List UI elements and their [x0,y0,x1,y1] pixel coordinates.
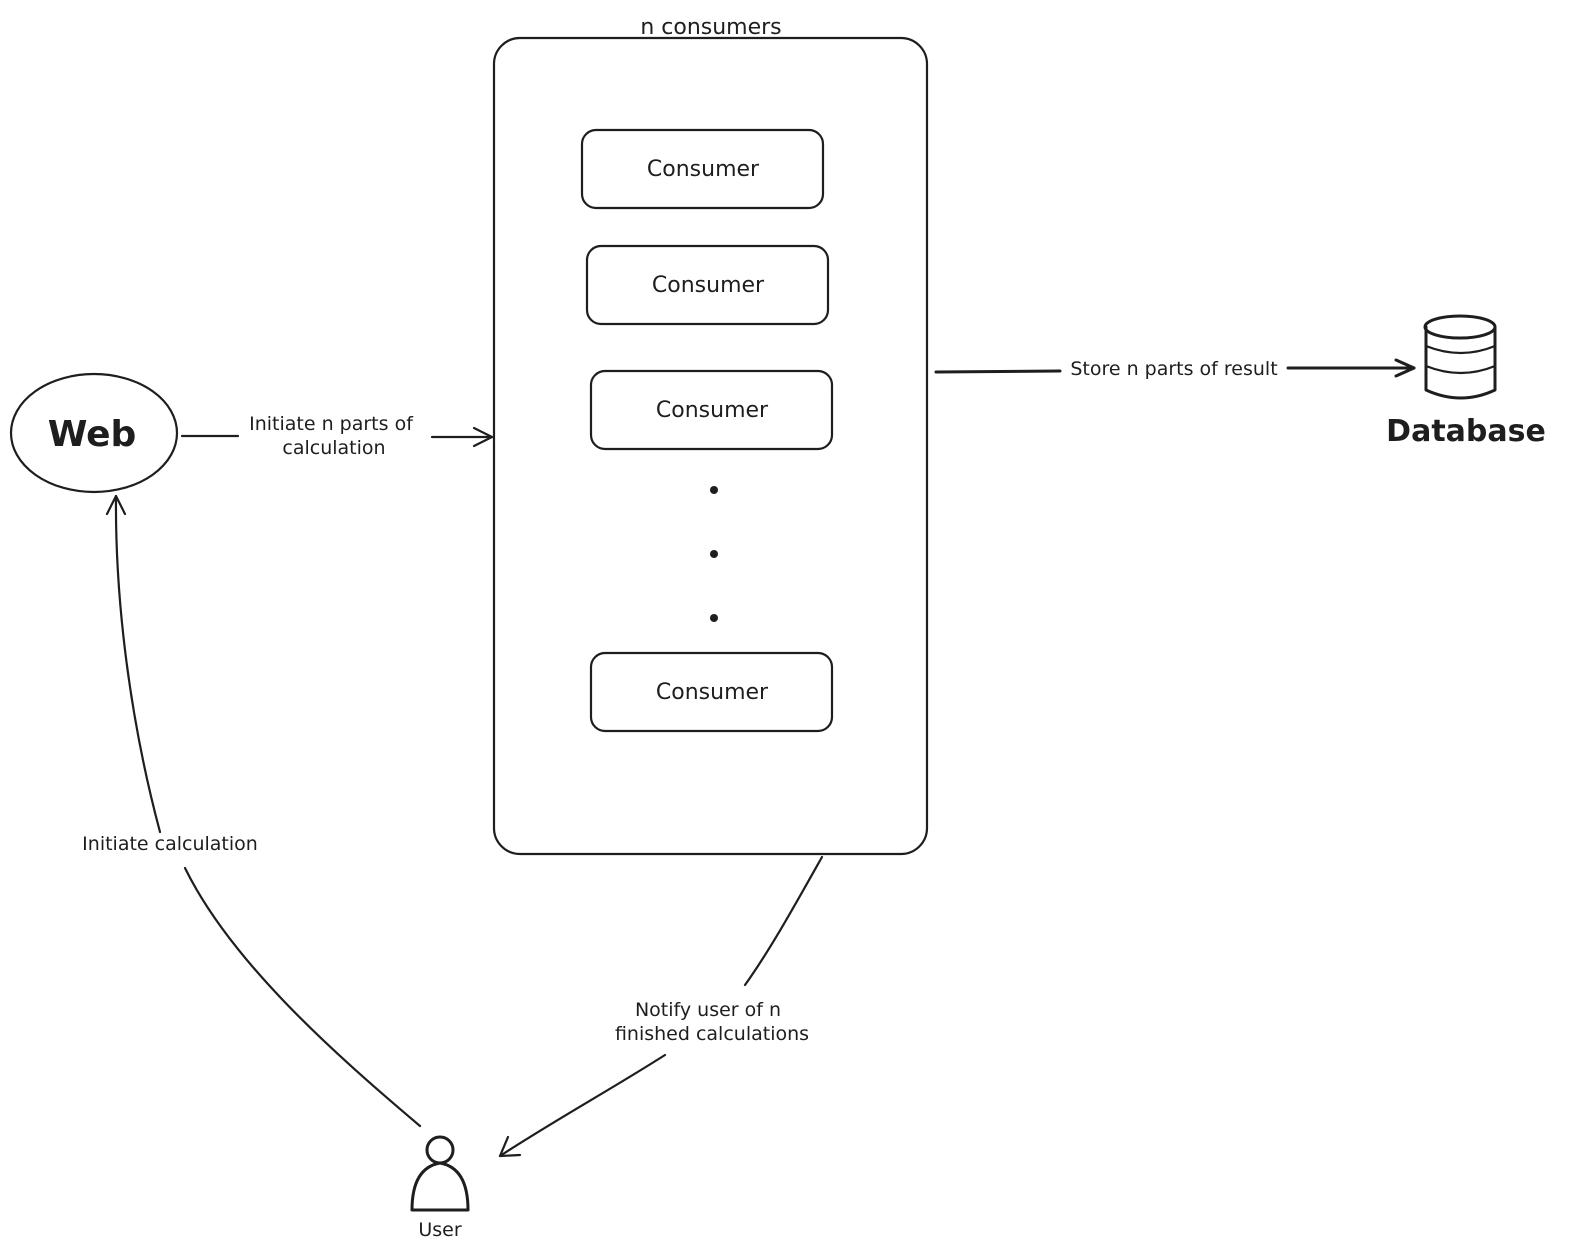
consumer-label: Consumer [652,273,765,298]
consumer-node: Consumer [589,651,834,733]
database-icon [1423,314,1497,400]
edge-label-consumers-to-user-line2: finished calculations [615,1023,809,1045]
ellipsis-dots [710,486,718,622]
ellipsis-dot [710,550,718,558]
ellipsis-dot [710,614,718,622]
web-label: Web [48,414,137,455]
edge-label-user-to-web: Initiate calculation [82,833,258,855]
edge-label-web-to-consumers-line2: calculation [282,437,385,459]
user-node: User [410,1135,470,1241]
user-label: User [418,1219,461,1241]
edge-user-to-web: Initiate calculation [82,494,422,1128]
web-node: Web [9,372,179,494]
consumer-label: Consumer [656,680,769,705]
edge-consumers-to-user: Notify user of n finished calculations [498,855,824,1158]
database-node: Database [1386,314,1546,449]
consumer-node: Consumer [580,128,825,210]
user-icon [410,1135,470,1212]
consumers-container: n consumers [492,15,929,856]
arrowhead [472,426,494,448]
edge-web-to-consumers: Initiate n parts of calculation [180,413,494,459]
database-label: Database [1386,414,1546,449]
consumer-node: Consumer [589,369,834,451]
arrowhead [105,494,127,516]
consumer-label: Consumer [647,157,760,182]
ellipsis-dot [710,486,718,494]
edge-consumers-to-database: Store n parts of result [934,358,1416,380]
arrowhead [1394,358,1416,378]
edge-label-consumers-to-database: Store n parts of result [1070,358,1277,380]
arrowhead [498,1135,522,1158]
edge-label-consumers-to-user-line1: Notify user of n [635,999,781,1021]
consumer-node: Consumer [585,244,830,326]
consumer-label: Consumer [656,398,769,423]
edge-label-web-to-consumers-line1: Initiate n parts of [249,413,414,435]
container-title: n consumers [640,15,781,40]
